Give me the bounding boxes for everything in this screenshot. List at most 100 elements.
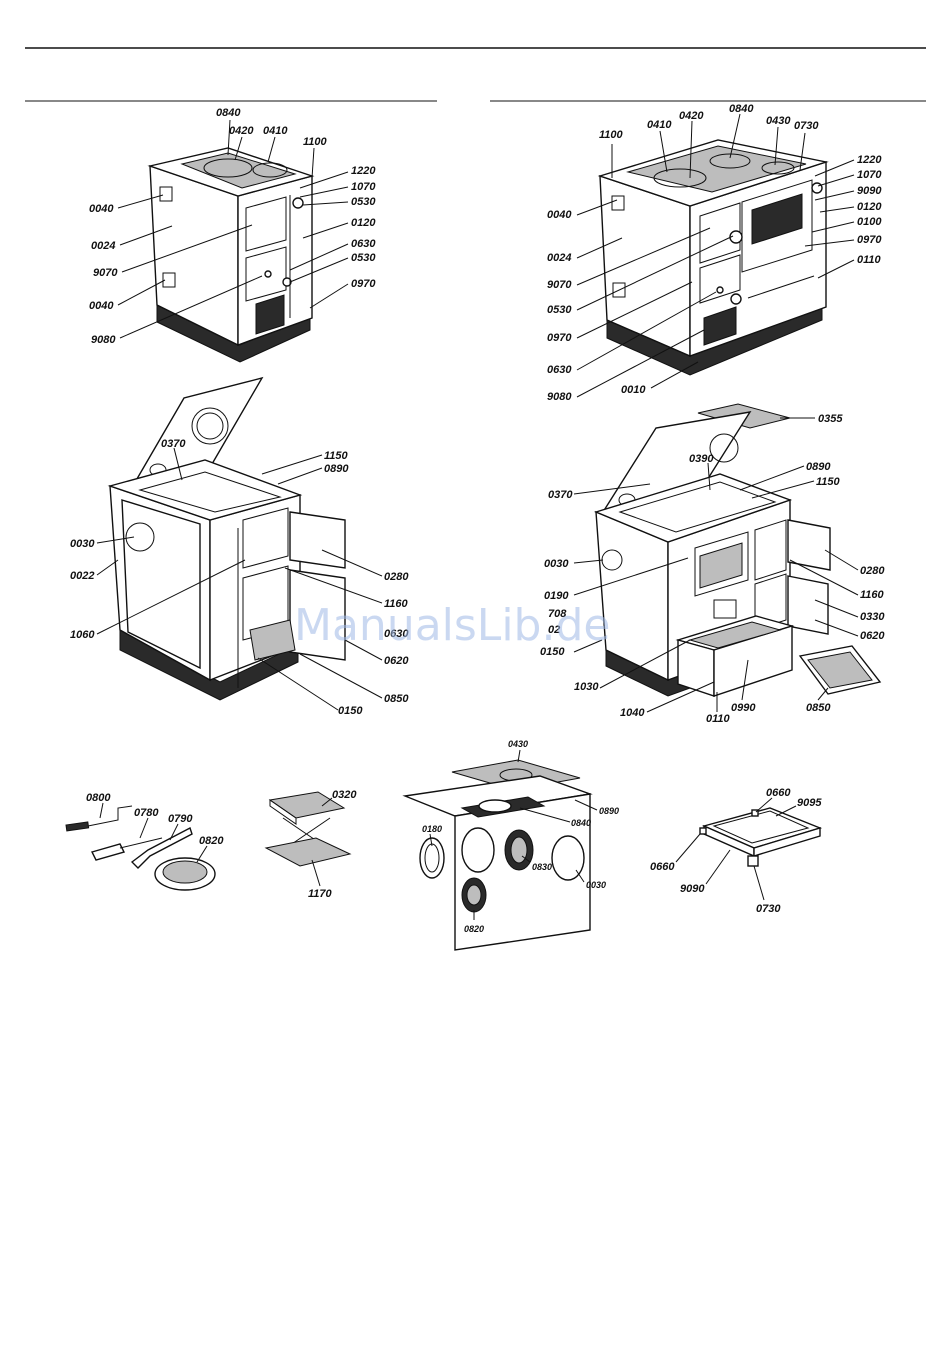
- label-9070: 9070: [93, 267, 118, 279]
- figure-large-stove-front: [597, 139, 829, 376]
- label-0355: 0355: [818, 413, 843, 425]
- label-0120-large: 0120: [857, 201, 882, 213]
- figure-oven-tray: [699, 807, 823, 867]
- label-1160-large: 1160: [860, 589, 885, 601]
- label-1100: 1100: [303, 136, 328, 148]
- label-0420: 0420: [229, 125, 254, 137]
- label-1150: 1150: [324, 450, 349, 462]
- label-0850-large: 0850: [806, 702, 831, 714]
- label-0990: 0990: [731, 702, 756, 714]
- label-0850: 0850: [384, 693, 409, 705]
- label-0190: 0190: [544, 590, 569, 602]
- figure-grate-lift-leaders: [311, 797, 333, 887]
- label-0180: 0180: [422, 824, 442, 834]
- label-0800: 0800: [86, 792, 111, 804]
- figure-small-stove-exploded-leaders: [96, 447, 383, 711]
- label-1100-large: 1100: [599, 129, 624, 141]
- label-0280-large: 0280: [860, 565, 885, 577]
- figure-large-stove-exploded: [593, 403, 882, 697]
- label-0410: 0410: [263, 125, 288, 137]
- label-02-partial: 02: [548, 624, 560, 636]
- label-1070-large: 1070: [857, 169, 882, 181]
- label-0820: 0820: [199, 835, 224, 847]
- label-0660-b: 0660: [650, 861, 675, 873]
- label-0790: 0790: [168, 813, 193, 825]
- label-0830: 0830: [532, 862, 552, 872]
- label-0530-b: 0530: [351, 252, 376, 264]
- figure-flue-ring-assembly-leaders: [429, 749, 598, 920]
- label-0040-b: 0040: [89, 300, 114, 312]
- figure-flue-ring-assembly: [402, 759, 593, 951]
- label-0530: 0530: [351, 196, 376, 208]
- label-9095: 9095: [797, 797, 822, 809]
- label-1220-large: 1220: [857, 154, 882, 166]
- label-0730-tray: 0730: [756, 903, 781, 915]
- label-0630-large: 0630: [547, 364, 572, 376]
- label-9090-tray: 9090: [680, 883, 705, 895]
- figure-oven-tray-leaders: [675, 797, 797, 901]
- label-0430-large: 0430: [766, 115, 791, 127]
- label-0660: 0660: [766, 787, 791, 799]
- label-0040: 0040: [89, 203, 114, 215]
- label-0420-large: 0420: [679, 110, 704, 122]
- label-0840-flue: 0840: [571, 818, 591, 828]
- label-0620: 0620: [384, 655, 409, 667]
- label-0970-large: 0970: [857, 234, 882, 246]
- label-1070: 1070: [351, 181, 376, 193]
- label-0430: 0430: [508, 739, 528, 749]
- label-0330: 0330: [860, 611, 885, 623]
- figure-small-stove-front: [147, 147, 315, 363]
- label-0150-large: 0150: [540, 646, 565, 658]
- label-0110-large: 0110: [857, 254, 882, 266]
- label-0630: 0630: [351, 238, 376, 250]
- figure-tools-leaders: [99, 802, 208, 863]
- label-708-partial: 708: [548, 608, 567, 620]
- label-0890-large: 0890: [806, 461, 831, 473]
- label-0030: 0030: [70, 538, 95, 550]
- figure-small-stove-front-leaders: [117, 119, 349, 339]
- label-0390: 0390: [689, 453, 714, 465]
- label-0630-partial: 0630: [384, 628, 409, 640]
- watermark: ManualsLib.de: [294, 600, 610, 651]
- label-0780: 0780: [134, 807, 159, 819]
- figure-large-stove-exploded-leaders: [573, 417, 859, 713]
- figure-small-stove-exploded: [107, 376, 346, 701]
- label-1150-large: 1150: [816, 476, 841, 488]
- label-1030: 1030: [574, 681, 599, 693]
- label-9070-large: 9070: [547, 279, 572, 291]
- label-0730-large: 0730: [794, 120, 819, 132]
- label-0320: 0320: [332, 789, 357, 801]
- figure-large-stove-front-leaders: [576, 113, 855, 398]
- label-0840-large: 0840: [729, 103, 754, 115]
- label-0120: 0120: [351, 217, 376, 229]
- label-1220: 1220: [351, 165, 376, 177]
- label-0370-large: 0370: [548, 489, 573, 501]
- label-9080: 9080: [91, 334, 116, 346]
- label-0280: 0280: [384, 571, 409, 583]
- figure-grate-lift: [264, 791, 352, 867]
- label-0530-large: 0530: [547, 304, 572, 316]
- figure-tools: [65, 805, 216, 891]
- label-0890-flue: 0890: [599, 806, 619, 816]
- label-0620-large: 0620: [860, 630, 885, 642]
- label-0030-large: 0030: [544, 558, 569, 570]
- label-1060: 1060: [70, 629, 95, 641]
- label-0370: 0370: [161, 438, 186, 450]
- label-0100-large: 0100: [857, 216, 882, 228]
- label-0410-large: 0410: [647, 119, 672, 131]
- label-9080-large: 9080: [547, 391, 572, 403]
- label-0024: 0024: [91, 240, 115, 252]
- label-0840: 0840: [216, 107, 241, 119]
- label-0010-large: 0010: [621, 384, 646, 396]
- label-0030-flue: 0030: [586, 880, 606, 890]
- label-1170: 1170: [308, 888, 333, 900]
- label-0890: 0890: [324, 463, 349, 475]
- label-0022: 0022: [70, 570, 94, 582]
- label-1040: 1040: [620, 707, 645, 719]
- label-0150: 0150: [338, 705, 363, 717]
- label-9090-large: 9090: [857, 185, 882, 197]
- label-0970: 0970: [351, 278, 376, 290]
- label-0024-large: 0024: [547, 252, 571, 264]
